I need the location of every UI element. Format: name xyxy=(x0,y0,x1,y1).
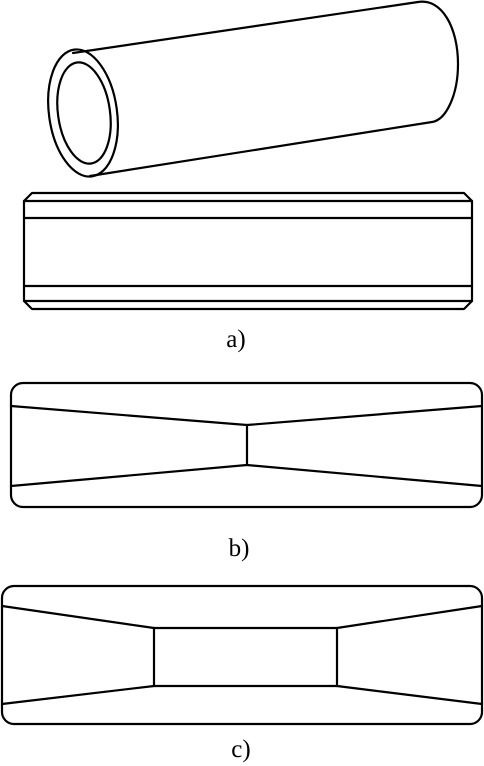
cone-cylinder-lower-left-line xyxy=(0,684,156,706)
caption-c: c) xyxy=(231,736,251,763)
caption-a: a) xyxy=(226,326,246,353)
cone-cylinder-outline xyxy=(0,584,484,726)
double-cone-outline xyxy=(9,381,484,509)
double-cone-section xyxy=(9,381,484,509)
tube-isometric xyxy=(47,0,460,178)
cone-cylinder-lower-right-line xyxy=(335,684,484,706)
double-cone-upper-right-line xyxy=(245,404,484,427)
cone-cylinder-upper-left-line xyxy=(0,604,156,630)
tube-side-view xyxy=(22,191,474,311)
double-cone-lower-left-line xyxy=(9,463,249,488)
cone-cylinder-upper-right-line xyxy=(335,604,484,630)
caption-b: b) xyxy=(228,535,250,562)
tube-side-outline xyxy=(22,191,474,311)
cone-cylinder-section xyxy=(0,584,484,726)
double-cone-upper-left-line xyxy=(9,404,249,427)
tube-end-inner xyxy=(56,61,112,165)
tube-end-outer xyxy=(47,48,119,178)
double-cone-lower-right-line xyxy=(245,463,484,488)
tube-body-outline xyxy=(71,0,460,178)
